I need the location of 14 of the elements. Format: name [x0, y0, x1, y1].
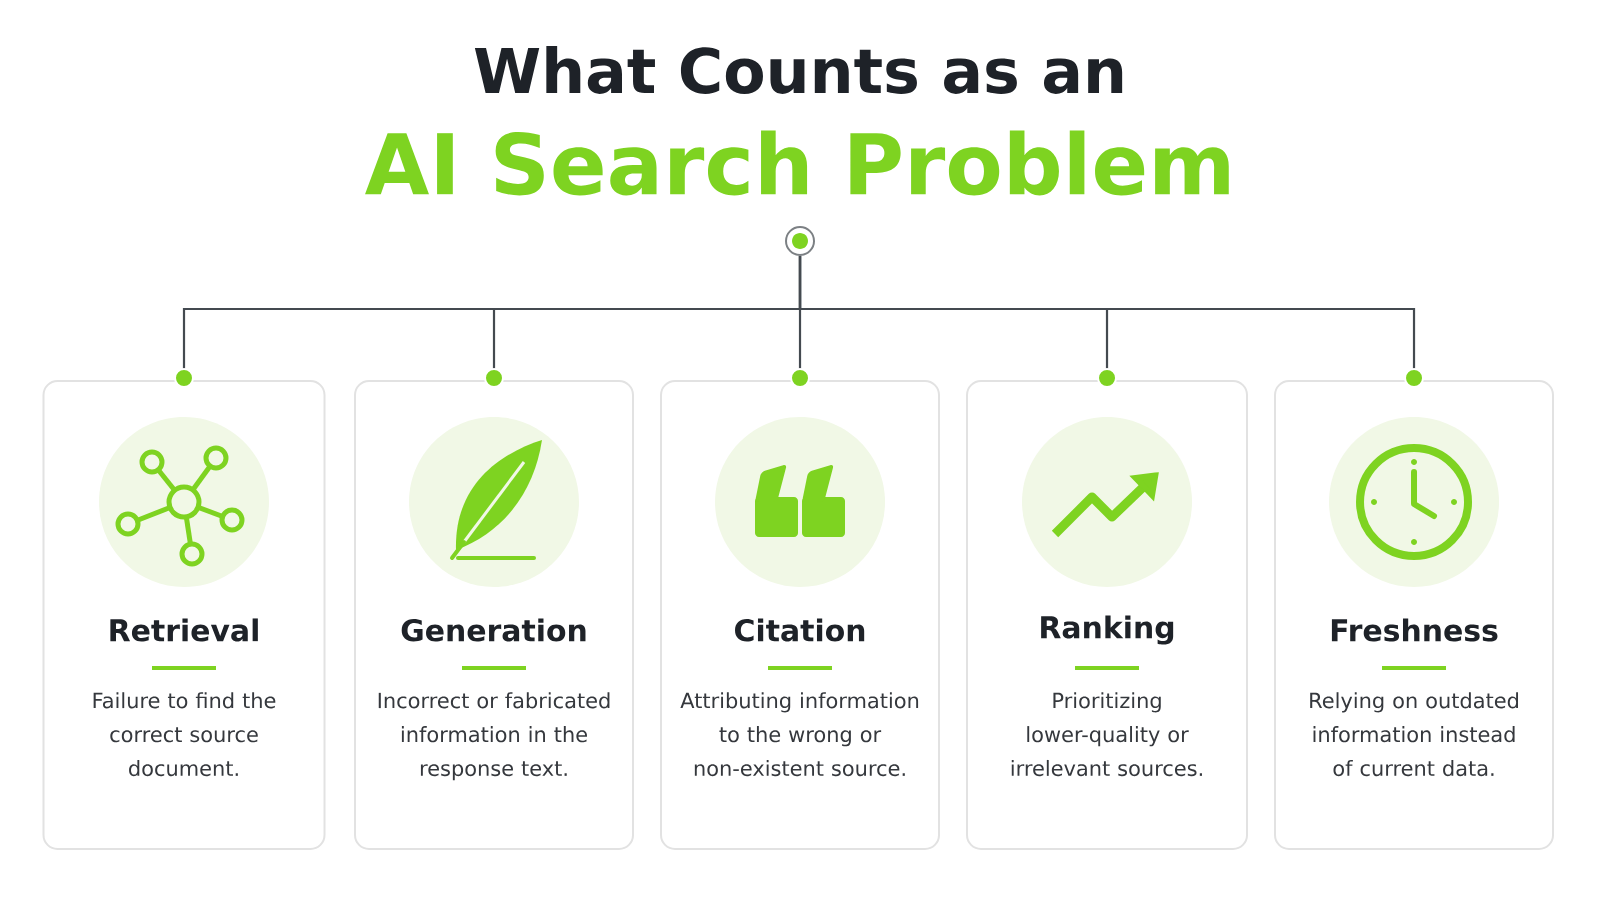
card-description: Prioritizing lower-quality or irrelevant sources. [1011, 692, 1202, 777]
card-description: Relying on outdated information instead of current data. [1310, 692, 1518, 777]
subtitle: AI Search Problem [365, 130, 1229, 196]
card-description: Failure to find the correct source document. [93, 692, 276, 777]
card-heading: Freshness [1331, 618, 1498, 642]
junction-dot [785, 226, 815, 256]
connector [798, 256, 1424, 388]
card-description: Attributing information to the wrong or non-existent source. [680, 692, 919, 777]
title: What Counts as an [474, 46, 1123, 94]
card-heading: Retrieval [110, 618, 258, 642]
card-heading: Citation [735, 618, 865, 642]
card-heading: Ranking [1041, 615, 1174, 645]
card-description: Incorrect or fabricated information in the response text. [378, 692, 610, 781]
card-heading: Generation [401, 618, 586, 642]
